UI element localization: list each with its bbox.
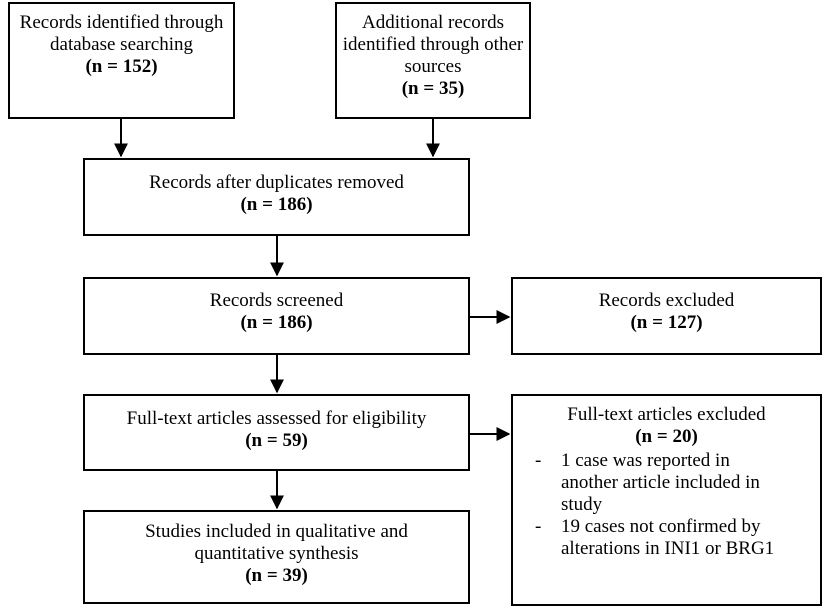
records-screened-count: (n = 186) <box>240 312 313 333</box>
fulltext-excluded-count: (n = 20) <box>635 426 698 447</box>
duplicates-removed-box: Records after duplicates removed (n = 18… <box>83 158 470 236</box>
records-database-box: Records identified through database sear… <box>8 2 235 119</box>
records-excluded-label: Records excluded <box>598 290 735 311</box>
duplicates-removed-label: Records after duplicates removed <box>149 172 404 193</box>
eligibility-label: Full-text articles assessed for eligibil… <box>126 408 427 429</box>
records-screened-label: Records screened <box>209 290 344 311</box>
records-screened-box: Records screened (n = 186) <box>83 277 470 355</box>
records-database-count: (n = 152) <box>85 56 158 77</box>
records-other-sources-box: Additional records identified through ot… <box>335 2 531 119</box>
studies-included-box: Studies included in qualitative and quan… <box>83 510 470 604</box>
exclusion-reason: 1 case was reported in another article i… <box>513 450 820 516</box>
fulltext-excluded-box: Full-text articles excluded (n = 20) 1 c… <box>511 394 822 606</box>
studies-included-label: Studies included in qualitative and quan… <box>145 521 408 564</box>
records-database-label: Records identified through database sear… <box>19 12 224 55</box>
records-excluded-count: (n = 127) <box>630 312 703 333</box>
fulltext-excluded-label: Full-text articles excluded <box>567 404 766 425</box>
records-other-sources-label: Additional records identified through ot… <box>342 12 524 77</box>
records-excluded-box: Records excluded (n = 127) <box>511 277 822 355</box>
exclusion-reason: 19 cases not confirmed by alterations in… <box>513 516 820 560</box>
eligibility-box: Full-text articles assessed for eligibil… <box>83 394 470 471</box>
records-other-sources-count: (n = 35) <box>401 78 465 99</box>
duplicates-removed-count: (n = 186) <box>240 194 313 215</box>
studies-included-count: (n = 39) <box>245 565 308 586</box>
eligibility-count: (n = 59) <box>245 430 308 451</box>
exclusion-reasons-list: 1 case was reported in another article i… <box>513 450 820 560</box>
